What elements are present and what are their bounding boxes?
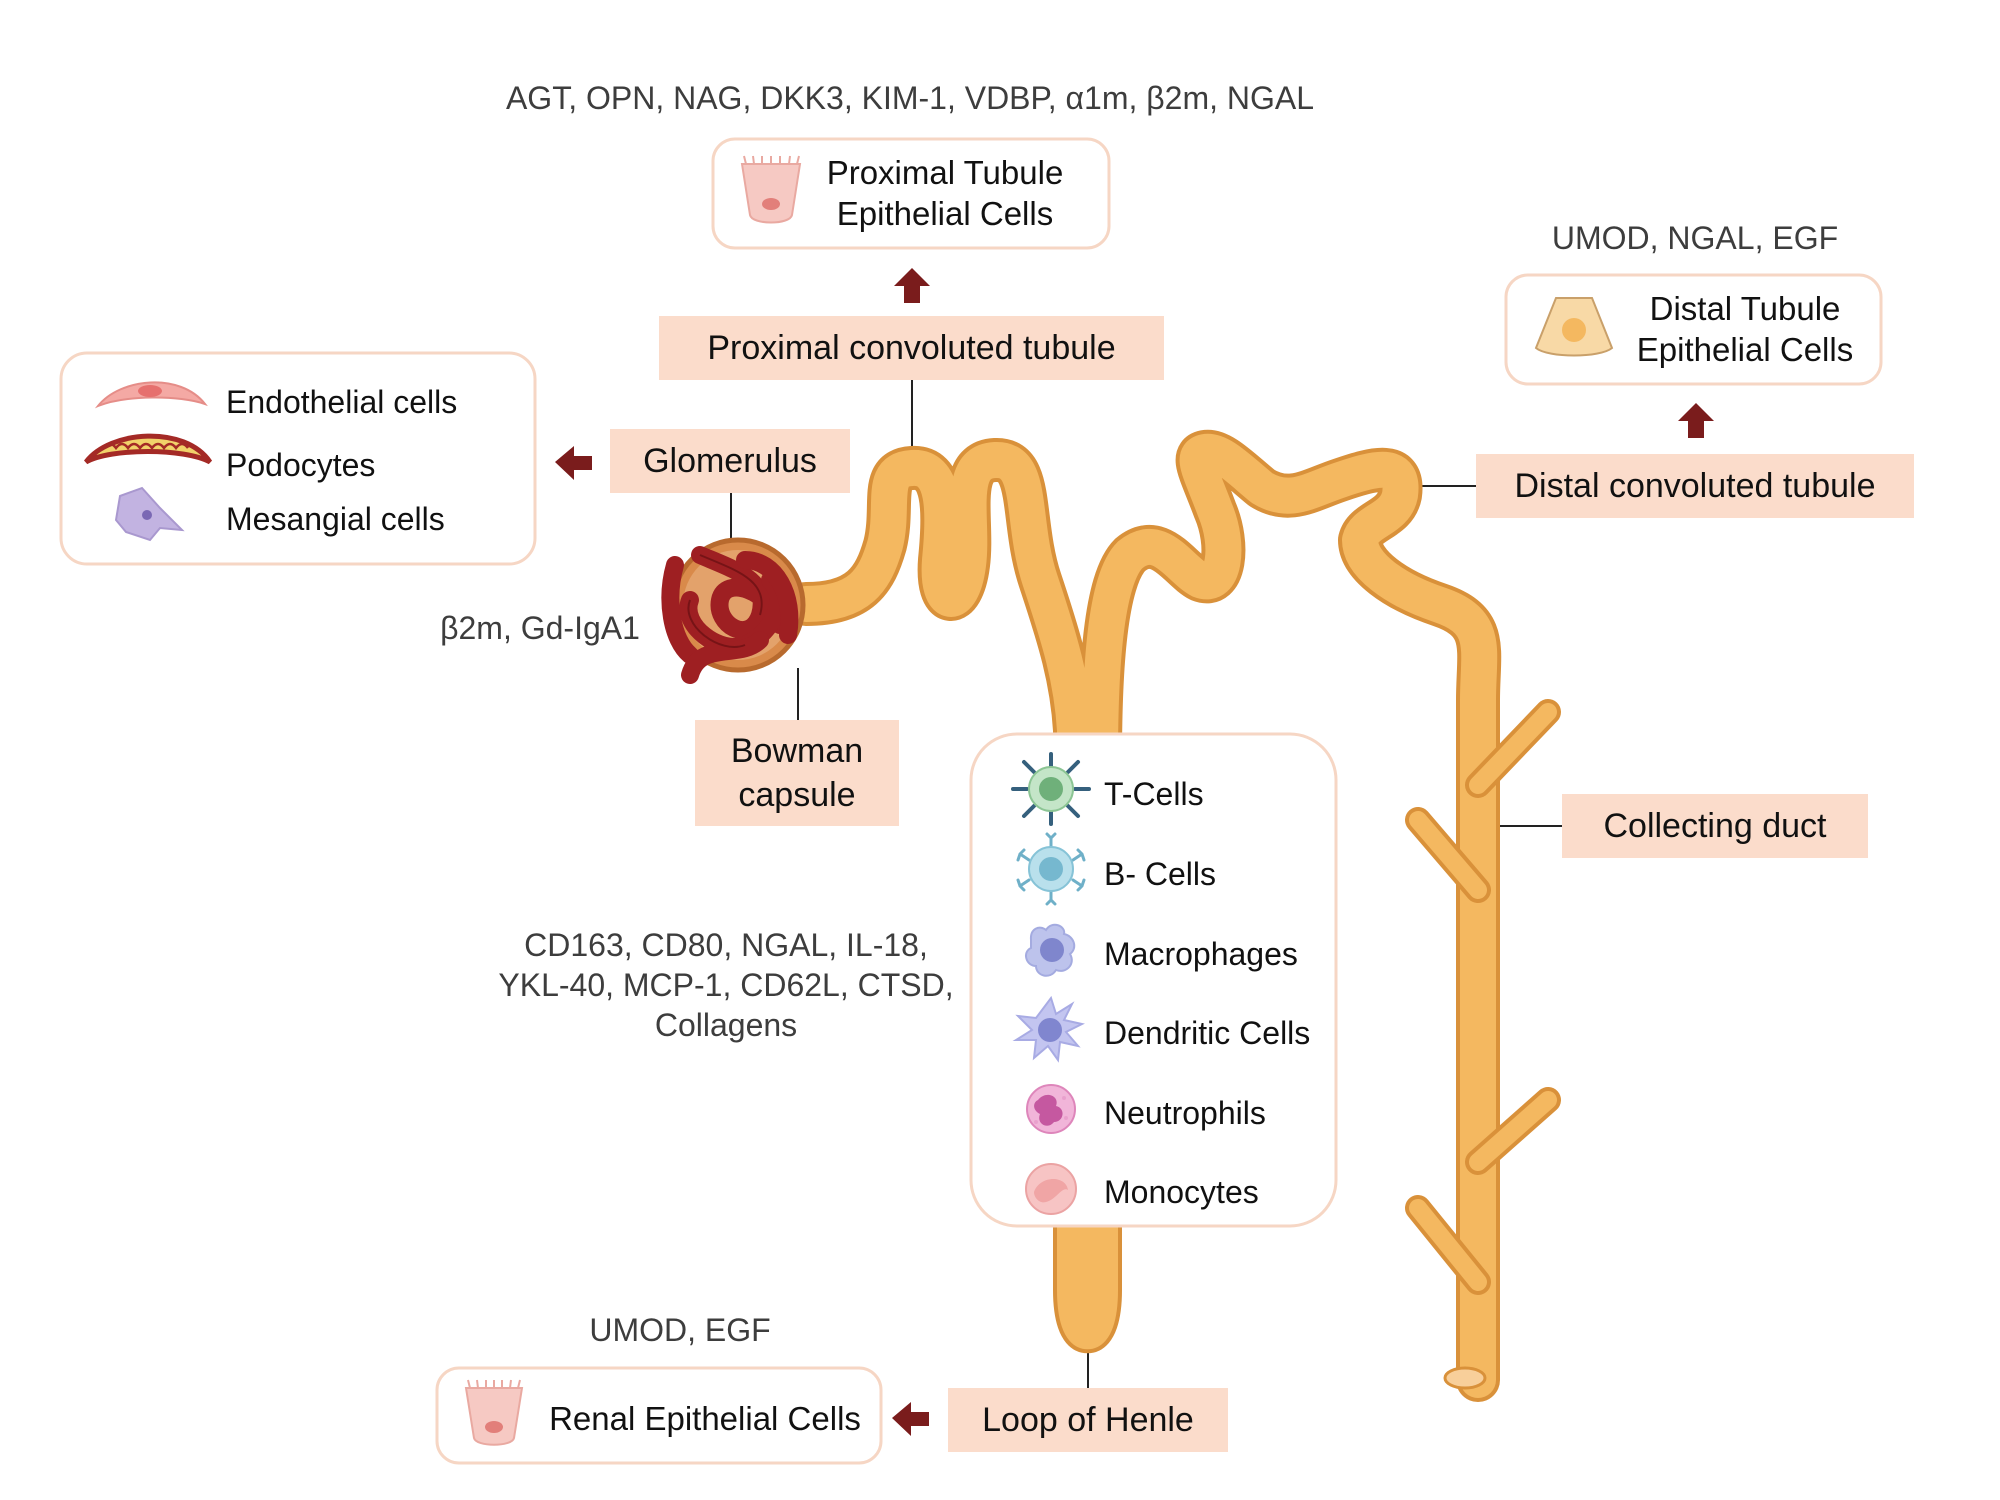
glomerular-cell-label: Endothelial cells xyxy=(226,384,458,420)
glomerulus-illustration xyxy=(661,537,806,684)
immune-cell-label: Macrophages xyxy=(1104,936,1298,972)
loop-markers: UMOD, EGF xyxy=(589,1312,771,1348)
immune-cell-label: Dendritic Cells xyxy=(1104,1015,1311,1051)
immune-cell-label: Monocytes xyxy=(1104,1174,1259,1210)
immune-cell-label: B- Cells xyxy=(1104,856,1217,892)
glomerulus-markers: β2m, Gd-IgA1 xyxy=(440,610,640,646)
b-cell-icon xyxy=(1016,832,1086,906)
arrow-up-dct xyxy=(1678,403,1714,438)
label-loop-of-henle: Loop of Henle xyxy=(948,1388,1228,1452)
proximal-cells-title: Proximal Tubule Epithelial Cells xyxy=(826,154,1064,233)
t-cell-icon xyxy=(1011,752,1091,826)
label-glomerulus: Glomerulus xyxy=(610,429,850,493)
nephron-tubule xyxy=(784,429,1502,1402)
arrow-left-loop xyxy=(892,1402,929,1436)
podocyte-icon xyxy=(84,433,213,465)
mesangial-cell-icon xyxy=(114,486,185,542)
label-collecting-duct: Collecting duct xyxy=(1562,794,1868,858)
renal-epithelial-cell-icon xyxy=(464,1379,524,1446)
distal-cells-title: Distal Tubule Epithelial Cells xyxy=(1636,290,1854,369)
dendritic-cell-icon xyxy=(1012,995,1085,1063)
glomerular-cell-label: Mesangial cells xyxy=(226,501,445,537)
proximal-epithelial-cell-icon xyxy=(740,155,802,224)
arrow-up-pct xyxy=(894,268,930,303)
distal-epithelial-cell-icon xyxy=(1534,297,1614,357)
immune-cell-label: T-Cells xyxy=(1104,776,1204,812)
endothelial-cell-icon xyxy=(94,381,208,409)
immune-cell-label: Neutrophils xyxy=(1104,1095,1266,1131)
pct-markers: AGT, OPN, NAG, DKK3, KIM-1, VDBP, α1m, β… xyxy=(505,80,1315,116)
label-distal-convoluted-tubule: Distal convoluted tubule xyxy=(1476,454,1914,518)
immune-markers: CD163, CD80, NGAL, IL-18, YKL-40, MCP-1,… xyxy=(498,927,954,1043)
renal-cells-title: Renal Epithelial Cells xyxy=(549,1400,861,1437)
macrophage-icon xyxy=(1024,923,1076,977)
arrow-left-glomerulus xyxy=(555,446,592,480)
label-proximal-convoluted-tubule: Proximal convoluted tubule xyxy=(659,316,1164,380)
dct-markers: UMOD, NGAL, EGF xyxy=(1551,220,1839,256)
neutrophil-icon xyxy=(1026,1084,1076,1134)
label-bowman-capsule: Bowman capsule xyxy=(695,720,899,826)
collecting-duct-branches xyxy=(1405,699,1561,1390)
glomerular-cell-label: Podocytes xyxy=(226,447,376,483)
monocyte-icon xyxy=(1025,1163,1077,1215)
arrows xyxy=(555,268,1714,1436)
